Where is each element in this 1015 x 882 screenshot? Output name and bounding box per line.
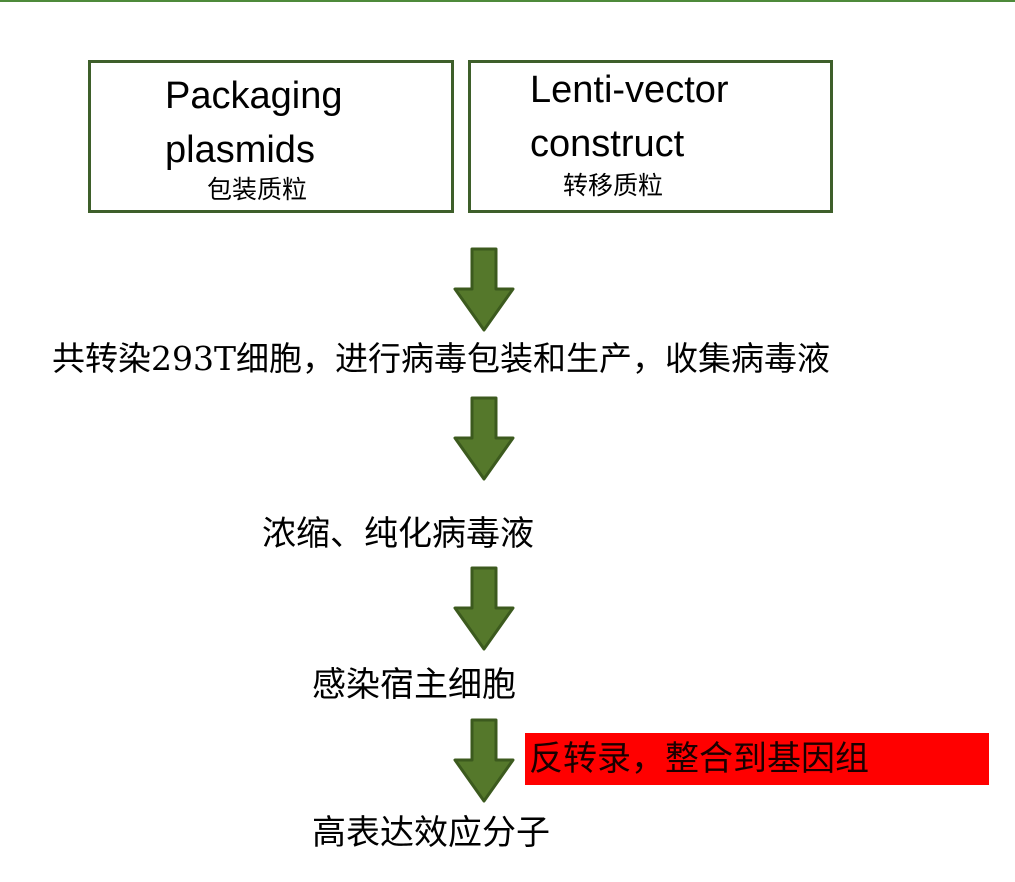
lenti-label-cn: 转移质粒 <box>563 171 664 200</box>
lenti-vector-box: Lenti-vector construct 转移质粒 <box>468 60 833 213</box>
top-divider <box>0 0 1015 2</box>
step-infect-host: 感染宿主细胞 <box>312 665 516 705</box>
lenti-label-line2: construct <box>530 123 685 165</box>
step-high-expression: 高表达效应分子 <box>312 813 550 853</box>
packaging-label-line2: plasmids <box>165 129 315 171</box>
down-arrow-icon <box>453 247 515 332</box>
step-cotransfect: 共转染293T细胞，进行病毒包装和生产，收集病毒液 <box>52 339 830 378</box>
down-arrow-icon <box>453 718 515 803</box>
packaging-label-line1: Packaging <box>165 75 343 117</box>
step-concentrate-purify: 浓缩、纯化病毒液 <box>262 514 534 554</box>
down-arrow-icon <box>453 566 515 651</box>
reverse-transcription-note: 反转录，整合到基因组 <box>525 733 989 785</box>
lenti-label-line1: Lenti-vector <box>530 69 729 111</box>
packaging-label-cn: 包装质粒 <box>207 175 308 204</box>
down-arrow-icon <box>453 396 515 481</box>
packaging-plasmids-box: Packaging plasmids 包装质粒 <box>88 60 454 213</box>
